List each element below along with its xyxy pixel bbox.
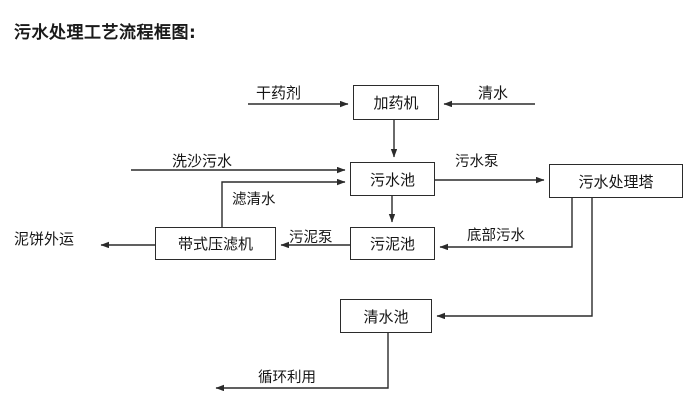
- node-label: 清水池: [363, 307, 409, 326]
- connector-filtered-clear-water: [221, 178, 346, 227]
- label-mud-cake-outbound: 泥饼外运: [14, 230, 75, 248]
- label-sand-wash-wastewater: 洗沙污水: [172, 152, 233, 170]
- node-label: 污水处理塔: [578, 172, 654, 191]
- connector-tower-to-clear-water: [436, 198, 593, 320]
- connector-bottom-wastewater: [439, 198, 573, 251]
- label-filtered-clear-water: 滤清水: [232, 192, 276, 208]
- node-label: 污水池: [369, 170, 415, 189]
- label-dry-chemical: 干药剂: [256, 84, 302, 102]
- node-label: 带式压滤机: [177, 235, 253, 253]
- node-clear-water-pool[interactable]: 清水池: [340, 299, 432, 333]
- label-bottom-wastewater: 底部污水: [467, 228, 525, 244]
- label-sludge-pump: 污泥泵: [289, 230, 333, 246]
- node-dosing-machine[interactable]: 加药机: [353, 85, 439, 120]
- connector-recycle-reuse: [215, 333, 389, 392]
- node-label: 污泥池: [369, 235, 415, 253]
- label-recycle-reuse: 循环利用: [258, 370, 316, 386]
- node-treatment-tower[interactable]: 污水处理塔: [549, 164, 683, 198]
- node-label: 加药机: [373, 94, 419, 112]
- node-wastewater-pool[interactable]: 污水池: [350, 162, 435, 196]
- label-wastewater-pump: 污水泵: [455, 154, 499, 170]
- node-sludge-pool[interactable]: 污泥池: [350, 227, 435, 260]
- page-title: 污水处理工艺流程框图:: [14, 23, 197, 43]
- label-clean-water: 清水: [478, 84, 509, 102]
- node-belt-filter-press[interactable]: 带式压滤机: [155, 227, 276, 260]
